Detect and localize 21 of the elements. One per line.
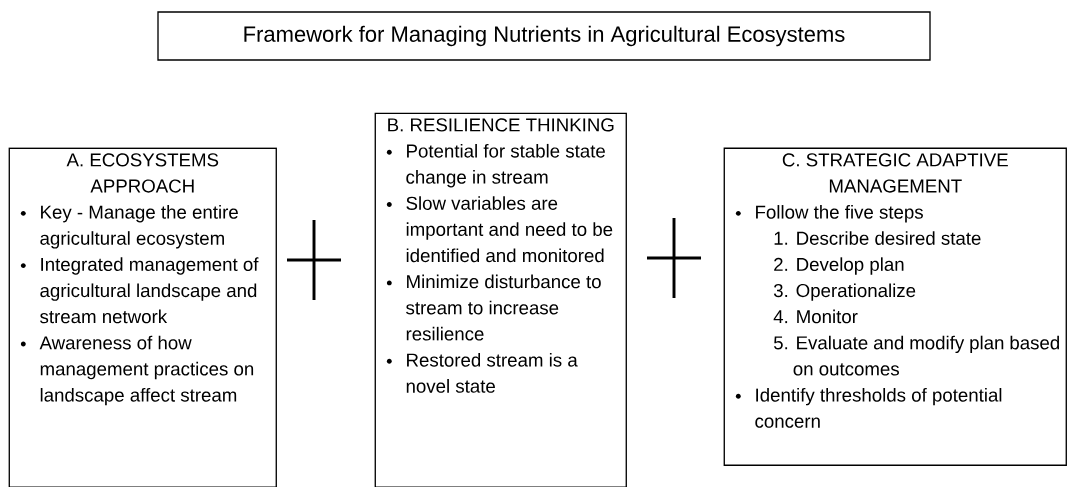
text-box — [723, 147, 1067, 466]
numbered-step: 2. Develop plan — [774, 257, 904, 275]
numbered-step: 3. Operationalize — [773, 283, 916, 301]
bullet-item: Key - Manage the entire agricultural ecosystem — [20, 205, 238, 249]
bullet-item: Slow variables are important and need to be identified and monitored — [386, 196, 613, 263]
box-heading: C. STRATEGIC ADAPTIVE MANAGEMENT — [782, 153, 1008, 193]
bullet-item: Minimize disturbance to stream to increase resilience — [386, 274, 601, 341]
bullet-item: Potential for stable state change in stream — [386, 143, 605, 188]
bullet-item: Restored stream is a novel state — [386, 353, 578, 393]
numbered-step: 1. Describe desired state — [774, 231, 981, 245]
bullet-item: Identify thresholds of potential concern — [735, 387, 1002, 428]
box-heading: B. RESILIENCE THINKING — [388, 118, 614, 132]
box-heading: A. ECOSYSTEMS APPROACH — [66, 153, 219, 193]
title-box: Framework for Managing Nutrients in Agricultural Ecosystems — [157, 11, 931, 61]
bullet-item: Follow the five steps — [735, 205, 923, 223]
text-box — [8, 147, 277, 487]
text-box — [374, 112, 627, 487]
numbered-step: 5. Evaluate and modify plan based on outcomes — [773, 335, 1059, 376]
numbered-step: 4. Monitor — [773, 309, 858, 324]
bullet-item: Integrated management of agricultural landscape and stream network — [20, 257, 259, 324]
bullet-item: Awareness of how management practices on landscape affect stream — [20, 335, 254, 406]
